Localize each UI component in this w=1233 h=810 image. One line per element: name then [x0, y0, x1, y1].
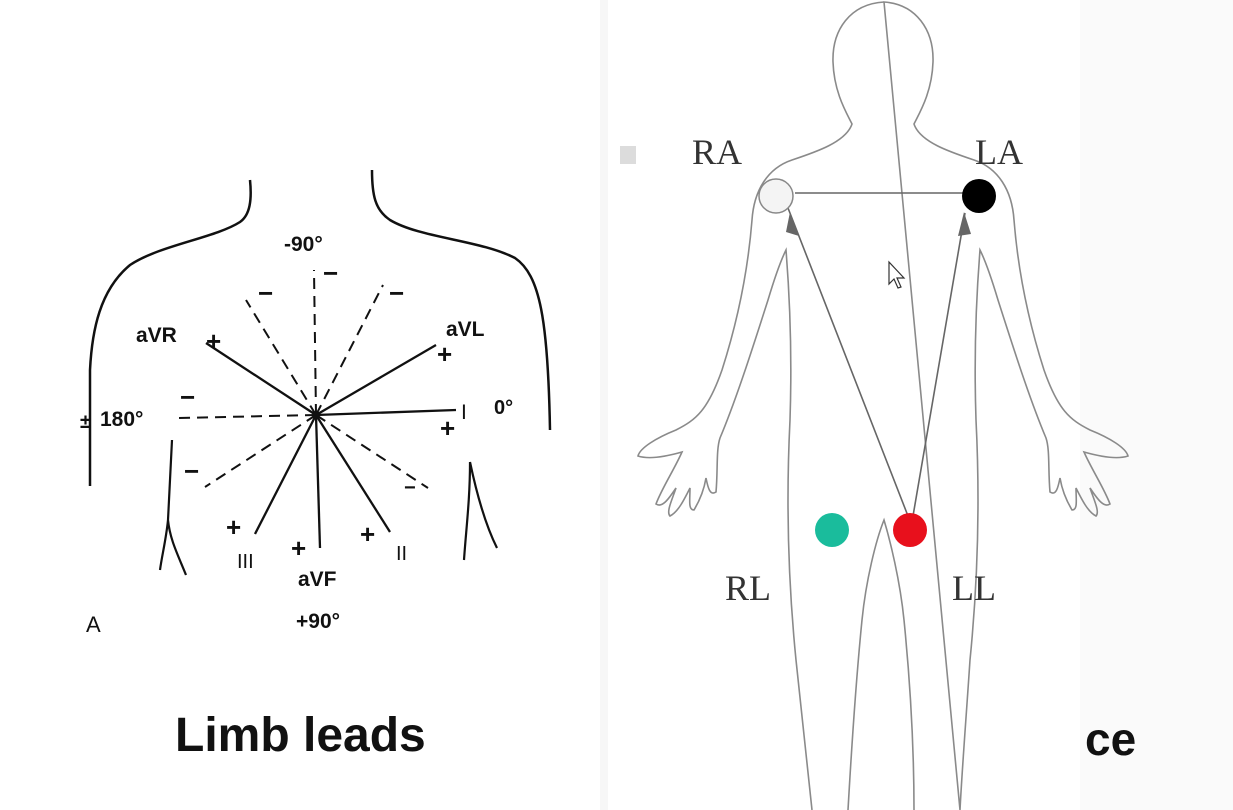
lead-II-arrowhead	[786, 212, 799, 236]
neg-aVL-axis	[204, 414, 317, 488]
panel-letter: A	[86, 612, 101, 637]
electrode-LA-label: LA	[975, 132, 1023, 172]
electrode-RA	[758, 178, 794, 214]
lead-II-label: II	[396, 543, 407, 565]
neg-II-axis	[245, 299, 317, 416]
electrode-LA	[962, 179, 996, 213]
torso-outline	[88, 179, 252, 486]
minus-III: −	[389, 278, 404, 308]
right-arm-inner	[158, 439, 188, 576]
plus-aVF: +	[291, 533, 306, 563]
lead-II-line	[787, 207, 909, 517]
mouse-cursor-icon	[888, 260, 906, 289]
minus-II: −	[258, 278, 273, 308]
caption-limb-leads: Limb leads	[175, 709, 426, 762]
angle-neg90-label: -90°	[284, 233, 323, 256]
neg-III-axis	[315, 284, 384, 416]
electrode-RL-label: RL	[725, 568, 771, 608]
lead-aVL-label: aVL	[446, 318, 485, 341]
lead-III-label: III	[237, 551, 254, 573]
caption-partial: ce	[1085, 713, 1137, 765]
lead-aVF-label: aVF	[298, 568, 337, 591]
minus-aVL: −	[184, 456, 199, 486]
angle-plus90-label: +90°	[296, 610, 340, 633]
angle-pm-sign: ±	[80, 411, 91, 433]
lead-aVF-axis	[314, 414, 322, 549]
angle-0-label: 0°	[494, 397, 513, 419]
left-arm-inner	[462, 461, 498, 561]
torso-outline-right	[370, 169, 552, 431]
lead-III-line	[912, 212, 966, 517]
minus-180: −	[180, 382, 195, 412]
slide-marker	[620, 146, 636, 164]
axis-origin	[312, 411, 320, 419]
neg-90-axis	[313, 269, 317, 416]
electrode-RA-label: RA	[692, 132, 742, 172]
lead-II-axis	[315, 414, 391, 533]
panel-divider	[600, 0, 608, 810]
lead-aVR-axis	[205, 342, 317, 416]
electrode-RL	[815, 513, 849, 547]
hexaxial-diagram: -90° 0° ± 180° +90° A aVR aVL I II III a…	[80, 169, 552, 637]
neg-180-axis	[177, 414, 317, 419]
neg-aVR-axis	[315, 414, 429, 489]
lead-I-label: I	[461, 401, 467, 424]
minus-aVR: −	[404, 477, 416, 499]
electrode-LL-label: LL	[952, 568, 996, 608]
plus-III: +	[226, 512, 241, 542]
right-panel-edge	[1080, 0, 1233, 810]
einthoven-diagram: RA LA RL LL	[620, 1, 1129, 810]
angle-180-label: 180°	[100, 408, 143, 431]
lead-I-axis	[315, 408, 457, 417]
plus-aVL: +	[437, 339, 452, 369]
body-silhouette	[637, 1, 1129, 810]
plus-aVR: +	[206, 326, 221, 356]
lead-III-axis	[253, 414, 318, 535]
minus-top: −	[323, 258, 338, 288]
lead-III-arrowhead	[958, 212, 971, 236]
plus-I: +	[440, 413, 455, 443]
lead-aVR-label: aVR	[136, 324, 177, 347]
lead-aVL-axis	[315, 344, 437, 416]
electrode-LL	[893, 513, 927, 547]
plus-II: +	[360, 519, 375, 549]
